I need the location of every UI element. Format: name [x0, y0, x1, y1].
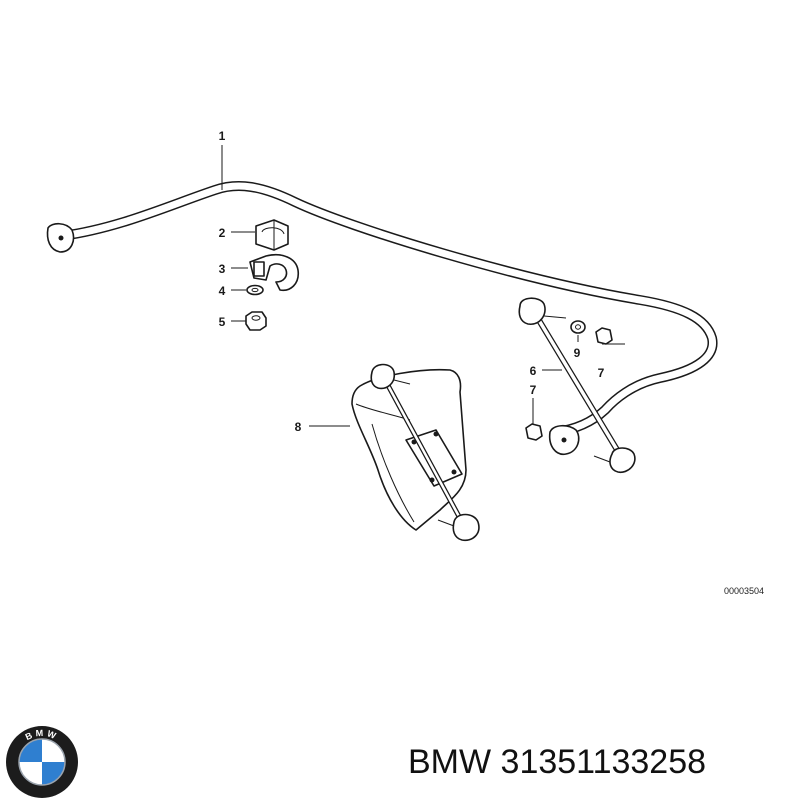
bmw-logo: BMW: [6, 726, 78, 798]
callout-7-upper: 7: [598, 366, 605, 380]
caption-part-number: 31351133258: [500, 742, 707, 781]
parts-diagram: 1 2 3 4 5 6 7 7 8 9 00003504: [46, 129, 764, 596]
hex-nut: [245, 311, 267, 331]
callout-1: 1: [219, 129, 226, 143]
self-locking-nut-lower: [525, 423, 543, 441]
callout-6: 6: [530, 364, 537, 378]
stabilizer-link: [518, 297, 636, 474]
logo-blue-quadrant: [19, 739, 42, 762]
logo-text: BMW: [24, 728, 60, 742]
leader-lines: [221, 145, 625, 427]
stabilizer-bar: [46, 181, 718, 456]
callout-8: 8: [295, 420, 302, 434]
callout-2: 2: [219, 226, 226, 240]
callout-5: 5: [219, 315, 226, 329]
callout-4: 4: [219, 284, 226, 298]
bracket: [249, 254, 300, 292]
self-locking-nut-upper: [595, 327, 613, 345]
callout-7-lower: 7: [530, 383, 537, 397]
part-caption: BMW 31351133258: [408, 732, 800, 792]
washer-9: [570, 320, 586, 334]
callout-9: 9: [574, 346, 581, 360]
rubber-mounting-bush: [255, 219, 289, 251]
callout-3: 3: [219, 262, 226, 276]
logo-blue-quadrant: [42, 762, 65, 785]
caption-brand: BMW: [408, 742, 492, 781]
washer: [246, 284, 264, 296]
bracket-plate: [351, 363, 480, 542]
diagram-reference-code: 00003504: [724, 586, 764, 596]
